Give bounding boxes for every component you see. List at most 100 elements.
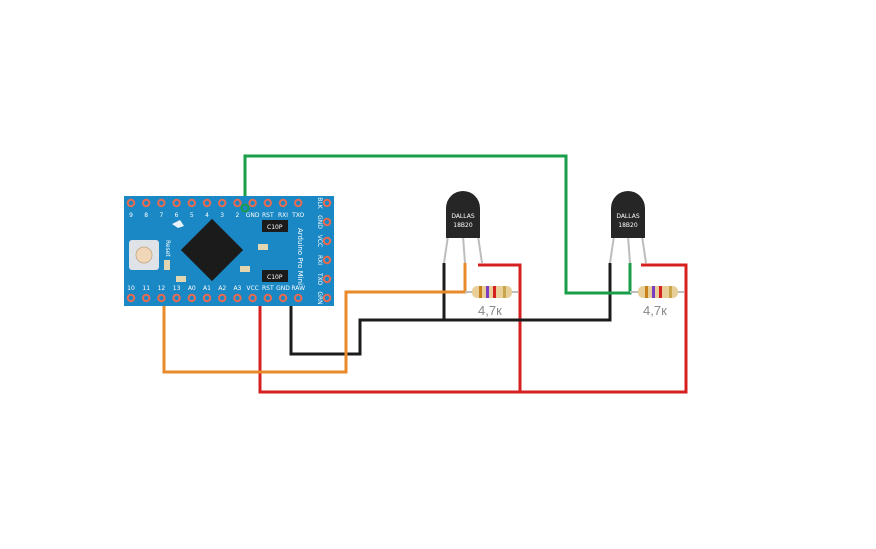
board-name: Arduino Pro Mini [296,228,304,285]
top-pin [126,198,136,208]
vcc-wire-branch [478,263,522,392]
pin-2-connection [240,203,250,213]
sensor-2-leg-vcc [641,235,647,264]
sensor-1-leg-vcc [477,235,483,264]
reset-label: Reset [164,240,171,257]
resistor-1-band [479,286,482,298]
right-pin-label: BLK [316,197,323,209]
resistor-1: 4,7к [465,286,518,318]
bottom-pin-label: VCC [246,285,258,292]
smd-component [258,244,268,250]
right-pin [322,198,332,208]
sensor-2-body [611,191,645,238]
bottom-pin [126,293,136,303]
bottom-pin [142,293,151,303]
top-pin-label: 4 [205,212,209,219]
capacitor-bottom-label: C10P [267,274,283,281]
resistor-1-band [503,286,506,298]
sensor-1-leg-gnd [443,235,449,264]
ground-wire [289,263,612,356]
capacitor-top [262,220,288,232]
top-pin-label: 3 [220,212,224,219]
bottom-pin-label: A1 [203,285,211,292]
top-pin [218,198,227,208]
capacitor-bottom [262,270,288,282]
bottom-pin-label: A3 [233,285,241,292]
capacitor-top-label: C10P [267,224,283,231]
resistor-2-band [659,286,662,298]
resistor-2: 4,7к [630,286,684,318]
bottom-pin-label: 13 [173,285,181,292]
top-pin-label: GND [246,212,260,219]
top-pin-label: 5 [190,212,194,219]
top-pin [263,198,272,208]
vcc-wire [258,263,688,394]
bottom-pin-label: GND [276,285,290,292]
microcontroller-chip [180,218,244,282]
sensor-2-leg-data [627,235,631,264]
bottom-pin [172,293,181,303]
reset-button-cap[interactable] [135,246,153,264]
top-pin [233,198,242,208]
top-pin [187,198,197,208]
temperature-sensor-1: DALLAS 18B20 [443,191,483,264]
data-wire-1 [162,263,467,374]
bottom-pin-label: 10 [127,285,135,292]
top-pin-label: 7 [159,212,163,219]
resistor-1-band [486,286,489,298]
bottom-pin [294,293,303,303]
top-pin [172,198,181,208]
bottom-pin-label: 11 [142,285,150,292]
right-pin [322,217,332,227]
sensor-1-model: 18B20 [453,222,473,229]
board-logo-icon [172,220,184,228]
temperature-sensor-2: DALLAS 18B20 [609,191,647,264]
bottom-pin [202,293,212,303]
bottom-pin [233,293,242,303]
right-pin-label: GRN [316,291,323,304]
top-pin-label: TXO [291,212,304,219]
top-pin-label: RXI [278,212,288,219]
bottom-pin-label: A2 [218,285,226,292]
right-pin [322,274,332,284]
bottom-pin-label: RAW [291,285,305,292]
resistor-2-band [652,286,655,298]
bottom-pin [187,293,197,303]
top-pin-label: 8 [144,212,148,219]
data-wire-2 [243,154,632,295]
bottom-pin [278,293,288,303]
right-pin [322,293,332,303]
right-pin-label: VCC [316,235,323,247]
top-pin [202,198,212,208]
bottom-pin-label: A0 [188,285,196,292]
smd-component [176,276,186,282]
top-pin-label: 6 [175,212,179,219]
sensor-1-body [446,191,480,238]
top-pin-label: RST [262,212,274,219]
right-pin-label: TXO [316,272,323,285]
top-pin [157,198,166,208]
sensor-2-brand: DALLAS [616,213,640,220]
right-pin-label: RXI [316,255,323,265]
resistor-1-label: 4,7к [478,303,502,318]
right-pin-label: GND [316,215,323,229]
smd-component [240,266,250,272]
sensor-2-leg-gnd [609,235,615,264]
right-pin-column: BLK GND VCC RXI TXO GRN [316,197,332,305]
right-pin [322,236,332,246]
smd-component [164,260,170,270]
bottom-pin-label: 12 [158,285,166,292]
bottom-pin [157,293,166,303]
bottom-pin-label: RST [262,285,274,292]
bottom-pin [218,293,227,303]
top-pin [248,198,257,208]
resistor-1-band [493,286,496,298]
sensor-1-brand: DALLAS [451,213,475,220]
top-pin [294,198,303,208]
right-pin [322,255,332,265]
top-pin [142,198,151,208]
